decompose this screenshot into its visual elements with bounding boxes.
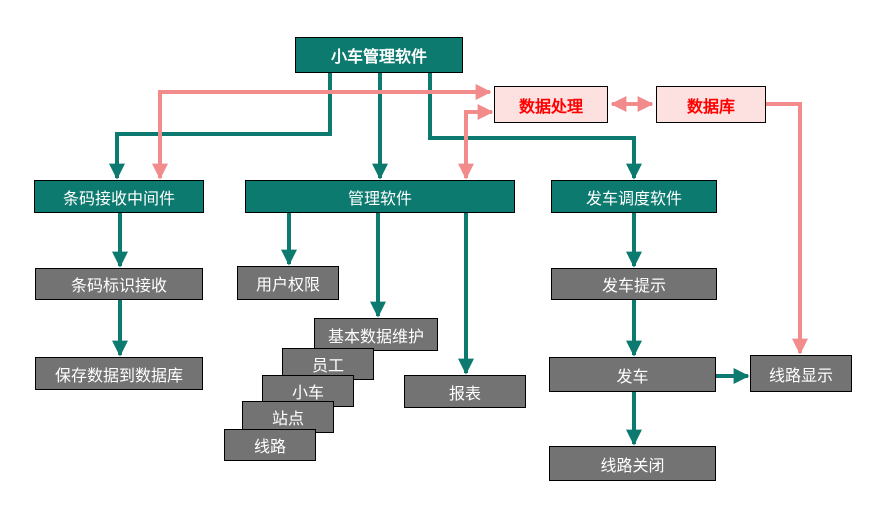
route-node: 线路 bbox=[224, 429, 316, 461]
staff-node: 员工 bbox=[282, 348, 374, 380]
report-node: 报表 bbox=[404, 375, 526, 408]
dispatch-node: 发车 bbox=[549, 357, 716, 392]
basic-data-node: 基本数据维护 bbox=[314, 318, 438, 351]
dispatch-software-node: 发车调度软件 bbox=[551, 180, 717, 213]
connector-data-processing-to-management bbox=[458, 104, 494, 180]
barcode-middleware-node: 条码接收中间件 bbox=[34, 180, 204, 213]
route-close-node: 线路关闭 bbox=[549, 446, 716, 481]
data-processing-node: 数据处理 bbox=[494, 86, 608, 123]
barcode-receive-node: 条码标识接收 bbox=[35, 268, 203, 300]
save-to-db-node: 保存数据到数据库 bbox=[35, 357, 203, 390]
database-node: 数据库 bbox=[656, 86, 766, 123]
connector-root-to-barcode-middleware bbox=[109, 72, 332, 180]
connector-database-to-route-display bbox=[766, 102, 808, 355]
user-permission-node: 用户权限 bbox=[237, 266, 339, 300]
management-software-node: 管理软件 bbox=[245, 180, 515, 213]
root-node: 小车管理软件 bbox=[295, 37, 463, 73]
connector-data-processing-to-middleware bbox=[152, 84, 492, 180]
route-display-node: 线路显示 bbox=[750, 355, 852, 392]
dispatch-prompt-node: 发车提示 bbox=[551, 268, 717, 300]
